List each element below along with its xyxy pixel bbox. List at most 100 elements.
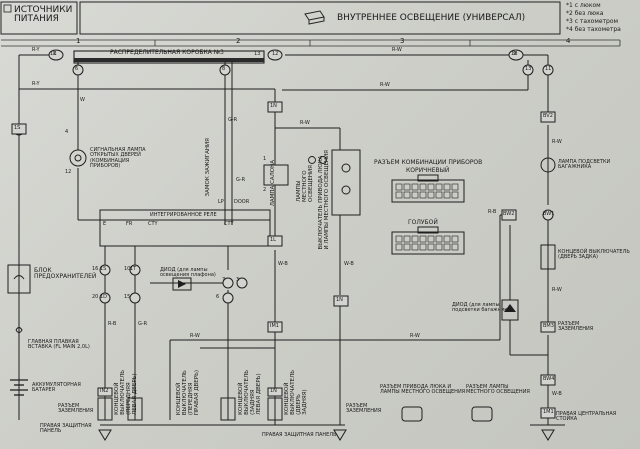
- main-fuse-label: ГЛАВНАЯ ПЛАВКАЯ ВСТАВКА (FL MAIN 2,0L): [28, 339, 90, 351]
- connector-code: IN2: [100, 388, 109, 394]
- back-door-switch-box: [540, 244, 556, 270]
- pin-door: DOOR: [234, 199, 250, 205]
- connector-code: 1M1: [543, 409, 554, 415]
- connector-code: 1D: [100, 294, 108, 300]
- connector-code: 1L: [270, 237, 276, 243]
- pin-number: 13: [525, 66, 532, 72]
- system-title: ВНУТРЕННЕЕ ОСВЕЩЕНИЕ (УНИВЕРСАЛ): [337, 13, 526, 23]
- main-fusible-link: [15, 327, 23, 333]
- pin-number: 12: [272, 51, 279, 57]
- wire-code: R-Y: [32, 47, 40, 53]
- note-sunroof: *1 с люком: [566, 2, 601, 9]
- switch-front-right-label: КОНЦЕВОЙ ВЫКЛЮЧАТЕЛЬ (ПЕРЕДНЯЯ ПРАВАЯ ДВ…: [176, 370, 201, 416]
- diode-dome-lamp: [172, 277, 192, 291]
- sunroof-connector-icon: [401, 406, 423, 422]
- connector-code: BM3: [543, 323, 554, 329]
- column-1: 1: [76, 37, 81, 45]
- relay-pin-fr: FR: [126, 221, 133, 227]
- combo-connector-label: РАЗЪЕМ КОМБИНАЦИИ ПРИБОРОВ: [374, 159, 483, 166]
- room-lamp-box: [263, 164, 289, 186]
- switch-rear-left-label: КОНЦЕВОЙ ВЫКЛЮЧАТЕЛЬ (ЗАДНЯЯ ЛЕВАЯ ДВЕРЬ…: [238, 370, 263, 415]
- combo-meter-connector-brown: [391, 174, 465, 203]
- wire-code: R-W: [190, 333, 200, 339]
- ignition-switch-label: ЗАМОК ЗАЖИГАНИЯ: [205, 138, 211, 197]
- connector-code: 1N: [270, 388, 277, 394]
- sunroof-lamp-assembly: [331, 149, 361, 216]
- back-door-switch-label: КОНЦЕВОЙ ВЫКЛЮЧАТЕЛЬ (ДВЕРЬ ЗАДКА): [558, 249, 630, 261]
- wire-code: R-W: [552, 139, 562, 145]
- wire-code: R-W: [552, 287, 562, 293]
- pin-number: 12: [65, 169, 72, 175]
- ground-connector-label: РАЗЪЕМ ЗАЗЕМЛЕНИЯ: [58, 403, 94, 415]
- local-lamp-connector-icon: [471, 406, 493, 422]
- right-center-pillar-label: ПРАВАЯ ЦЕНТРАЛЬНАЯ СТОЙКА: [556, 411, 617, 423]
- wire-code: R-W: [300, 120, 310, 126]
- pin-number: 2: [263, 187, 267, 193]
- pin-number: 10: [124, 266, 131, 272]
- junction-busbar: [74, 58, 264, 62]
- pin-number: 6: [75, 66, 79, 72]
- connector-code: BV2: [543, 113, 553, 119]
- column-3: 3: [400, 37, 405, 45]
- switch-front-left: [97, 397, 113, 421]
- wire-code: R-Y: [32, 81, 40, 87]
- pin-lp: LP: [218, 199, 224, 205]
- switch-front-right: [127, 397, 143, 421]
- system-title-box: [79, 1, 561, 35]
- connector-code: 1N: [270, 103, 277, 109]
- junction-box-3: [73, 50, 265, 64]
- pin-number: 8: [222, 66, 226, 72]
- connector-code: BW2: [503, 211, 515, 217]
- battery-label: АККУМУЛЯТОРНАЯ БАТАРЕЯ: [32, 382, 81, 394]
- connector-code: 1S: [100, 266, 107, 272]
- relay-pin-cty-2: CTY: [224, 221, 234, 227]
- wire-code: G-R: [138, 321, 148, 327]
- pin-number: 3: [236, 277, 240, 283]
- lamp-symbol-icon: [304, 10, 325, 25]
- note-no-tacho: *4 без тахометра: [566, 26, 621, 33]
- pin-number: 1: [263, 156, 267, 162]
- wire-code: W-B: [344, 261, 354, 267]
- blue-label: ГОЛУБОЙ: [408, 219, 438, 226]
- relay-pin-cty: CTY: [148, 221, 158, 227]
- wire-code: R-W: [392, 47, 402, 53]
- note-tacho: *3 с тахометром: [566, 18, 619, 25]
- integrated-relay-box: [99, 209, 271, 247]
- local-lamp-label: ЛАМПЫ МЕСТНОГО ОСВЕЩЕНИЯ: [296, 165, 315, 202]
- connector-code: BW4: [543, 376, 555, 382]
- pin-number: 2: [53, 51, 57, 57]
- ground-symbol-left: [98, 429, 112, 441]
- wire-code: W-B: [552, 391, 562, 397]
- wire-code: R-W: [410, 333, 420, 339]
- connector-code: 1T: [130, 266, 137, 272]
- column-2: 2: [236, 37, 241, 45]
- sunroof-lamps-label: ВЫКЛЮЧАТЕЛЬ ПРИВОДА ЛЮКА И ЛАМПЫ МЕСТНОГ…: [318, 150, 331, 250]
- wire-code: W-B: [278, 261, 288, 267]
- power-icon: [3, 4, 12, 13]
- connector-code: 1N: [336, 297, 343, 303]
- local-connector-label: РАЗЪЕМ ЛАМПЫ МЕСТНОГО ОСВЕЩЕНИЯ: [466, 384, 530, 396]
- diode-dome-label: ДИОД (для лампы освещения плафона): [160, 267, 216, 279]
- pin-number: 13: [254, 51, 261, 57]
- connector-tags: [11, 101, 556, 419]
- switch-rear-right-label: КОНЦЕВОЙ ВЫКЛЮЧАТЕЛЬ (ДВЕРЬ ЗАДНЯЯ): [284, 370, 309, 415]
- combo-meter-connector-blue: [391, 226, 465, 255]
- wire-code: G-R: [236, 177, 246, 183]
- junction-box-label: РАСПРЕДЕЛИТЕЛЬНАЯ КОРОБКА №3: [110, 49, 224, 56]
- wire-code: R-B: [108, 321, 117, 327]
- pin-number: 11: [545, 66, 552, 72]
- fuse-block-label: БЛОК ПРЕДОХРАНИТЕЛЕЙ: [34, 267, 97, 281]
- power-sources-title: ИСТОЧНИКИ ПИТАНИЯ: [14, 5, 73, 25]
- wire-code: R-B: [488, 209, 497, 215]
- pin-number: 20: [92, 294, 99, 300]
- ground-symbol-center: [333, 429, 347, 441]
- relay-pin-e: E: [103, 221, 107, 227]
- switch-rear-left: [220, 397, 236, 421]
- ground-connector-2-label: РАЗЪЕМ ЗАЗЕМЛЕНИЯ: [346, 403, 382, 415]
- sunroof-connector-label: РАЗЪЕМ ПРИВОДА ЛЮКА И ЛАМПЫ МЕСТНОГО ОСВ…: [380, 384, 466, 396]
- integrated-relay-label: ИНТЕГРИРОВАННОЕ РЕЛЕ: [150, 212, 217, 218]
- connector-code: 1K: [50, 51, 57, 57]
- door-warning-lamp-bulb: [69, 149, 87, 167]
